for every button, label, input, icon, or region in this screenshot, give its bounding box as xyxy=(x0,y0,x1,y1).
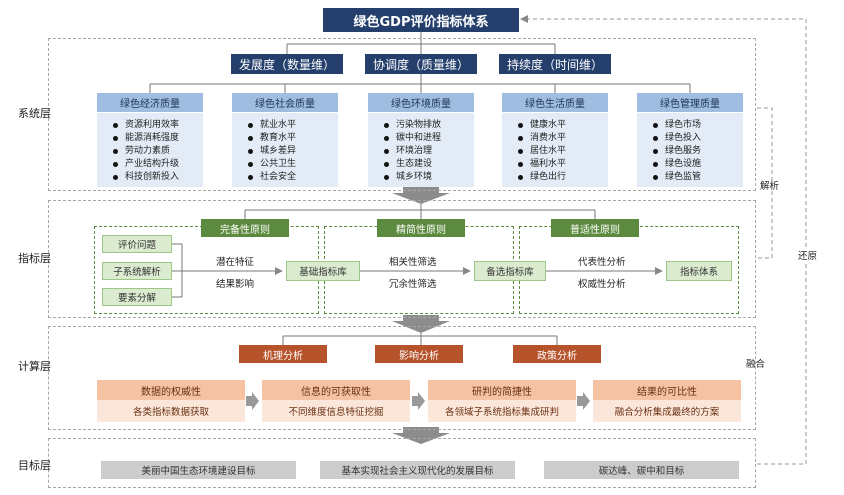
quality-list-environment: 污染物排放 碳中和进程 环境治理 生态建设 城乡环境 xyxy=(368,113,474,187)
quality-head-life: 绿色生活质量 xyxy=(502,93,608,112)
calc-body-comparability: 融合分析集成最终的方案 xyxy=(593,400,741,422)
step-representativeness: 代表性分析 xyxy=(578,257,626,268)
list-item: 资源利用效率 xyxy=(113,119,203,132)
indicator-layer-box xyxy=(48,200,756,318)
list-item: 绿色出行 xyxy=(518,171,608,184)
input-evaluation-question: 评价问题 xyxy=(102,235,172,253)
calc-body-accessibility: 不同维度信息特征挖掘 xyxy=(262,400,410,422)
principle-simplicity: 精简性原则 xyxy=(377,219,465,237)
list-item: 社会安全 xyxy=(248,171,338,184)
list-item: 公共卫生 xyxy=(248,158,338,171)
list-item: 科技创新投入 xyxy=(113,171,203,184)
list-item: 产业结构升级 xyxy=(113,158,203,171)
list-item: 污染物排放 xyxy=(384,119,474,132)
step-potential-feature: 潜在特征 xyxy=(216,257,255,268)
calc-body-authority: 各类指标数据获取 xyxy=(97,400,245,422)
calc-layer-box xyxy=(48,326,756,430)
list-item: 绿色投入 xyxy=(653,132,743,145)
analysis-impact: 影响分析 xyxy=(375,345,463,363)
list-item: 环境治理 xyxy=(384,145,474,158)
list-item: 碳中和进程 xyxy=(384,132,474,145)
quality-head-economy: 绿色经济质量 xyxy=(97,93,203,112)
quality-list-management: 绿色市场 绿色投入 绿色服务 绿色设施 绿色监管 xyxy=(637,113,743,187)
base-indicator-library: 基础指标库 xyxy=(286,261,360,281)
step-result-impact: 结果影响 xyxy=(216,279,255,290)
quality-list-economy: 资源利用效率 能源消耗强度 劳动力素质 产业结构升级 科技创新投入 xyxy=(97,113,203,187)
list-item: 消费水平 xyxy=(518,132,608,145)
dimension-coordination: 协调度（质量维） xyxy=(365,54,477,74)
list-item: 劳动力素质 xyxy=(113,145,203,158)
calc-head-comparability: 结果的可比性 xyxy=(593,380,741,400)
candidate-indicator-library: 备选指标库 xyxy=(474,261,546,281)
step-redundancy-filter: 冗余性筛选 xyxy=(389,279,437,290)
list-item: 绿色监管 xyxy=(653,171,743,184)
input-subsystem-analysis: 子系统解析 xyxy=(102,262,172,280)
layer-label-calc: 计算层 xyxy=(18,360,51,373)
list-item: 居住水平 xyxy=(518,145,608,158)
list-item: 城乡差异 xyxy=(248,145,338,158)
list-item: 绿色服务 xyxy=(653,145,743,158)
calc-head-authority: 数据的权威性 xyxy=(97,380,245,400)
principle-universality: 普适性原则 xyxy=(551,219,639,237)
quality-head-management: 绿色管理质量 xyxy=(637,93,743,112)
goal-modernization: 基本实现社会主义现代化的发展目标 xyxy=(320,461,515,479)
list-item: 城乡环境 xyxy=(384,171,474,184)
list-item: 绿色市场 xyxy=(653,119,743,132)
layer-label-system: 系统层 xyxy=(18,107,51,120)
goal-layer-box xyxy=(48,438,756,488)
input-element-decomposition: 要素分解 xyxy=(102,288,172,306)
restore-label: 还原 xyxy=(798,248,818,262)
quality-list-society: 就业水平 教育水平 城乡差异 公共卫生 社会安全 xyxy=(232,113,338,187)
goal-carbon-neutral: 碳达峰、碳中和目标 xyxy=(544,461,739,479)
list-item: 教育水平 xyxy=(248,132,338,145)
dimension-development: 发展度（数量维） xyxy=(231,54,343,74)
layer-label-goal: 目标层 xyxy=(18,459,51,472)
step-correlation-filter: 相关性筛选 xyxy=(389,257,437,268)
list-item: 健康水平 xyxy=(518,119,608,132)
quality-head-environment: 绿色环境质量 xyxy=(368,93,474,112)
analysis-policy: 政策分析 xyxy=(513,345,601,363)
list-item: 生态建设 xyxy=(384,158,474,171)
parse-label: 解析 xyxy=(760,181,780,192)
list-item: 绿色设施 xyxy=(653,158,743,171)
calc-head-accessibility: 信息的可获取性 xyxy=(262,380,410,400)
diagram-title: 绿色GDP评价指标体系 xyxy=(323,8,519,32)
step-authority: 权威性分析 xyxy=(578,279,626,290)
quality-list-life: 健康水平 消费水平 居住水平 福利水平 绿色出行 xyxy=(502,113,608,187)
system-layer-box xyxy=(48,38,756,191)
calc-head-simplicity: 研判的简捷性 xyxy=(428,380,576,400)
goal-beautiful-china: 美丽中国生态环境建设目标 xyxy=(101,461,296,479)
analysis-mechanism: 机理分析 xyxy=(239,345,327,363)
principle-completeness: 完备性原则 xyxy=(201,219,289,237)
list-item: 福利水平 xyxy=(518,158,608,171)
indicator-system: 指标体系 xyxy=(666,261,732,281)
calc-body-simplicity: 各领域子系统指标集成研判 xyxy=(428,400,576,422)
list-item: 能源消耗强度 xyxy=(113,132,203,145)
layer-label-indicator: 指标层 xyxy=(18,252,51,265)
dimension-sustainability: 持续度（时间维） xyxy=(499,54,611,74)
quality-head-society: 绿色社会质量 xyxy=(232,93,338,112)
list-item: 就业水平 xyxy=(248,119,338,132)
